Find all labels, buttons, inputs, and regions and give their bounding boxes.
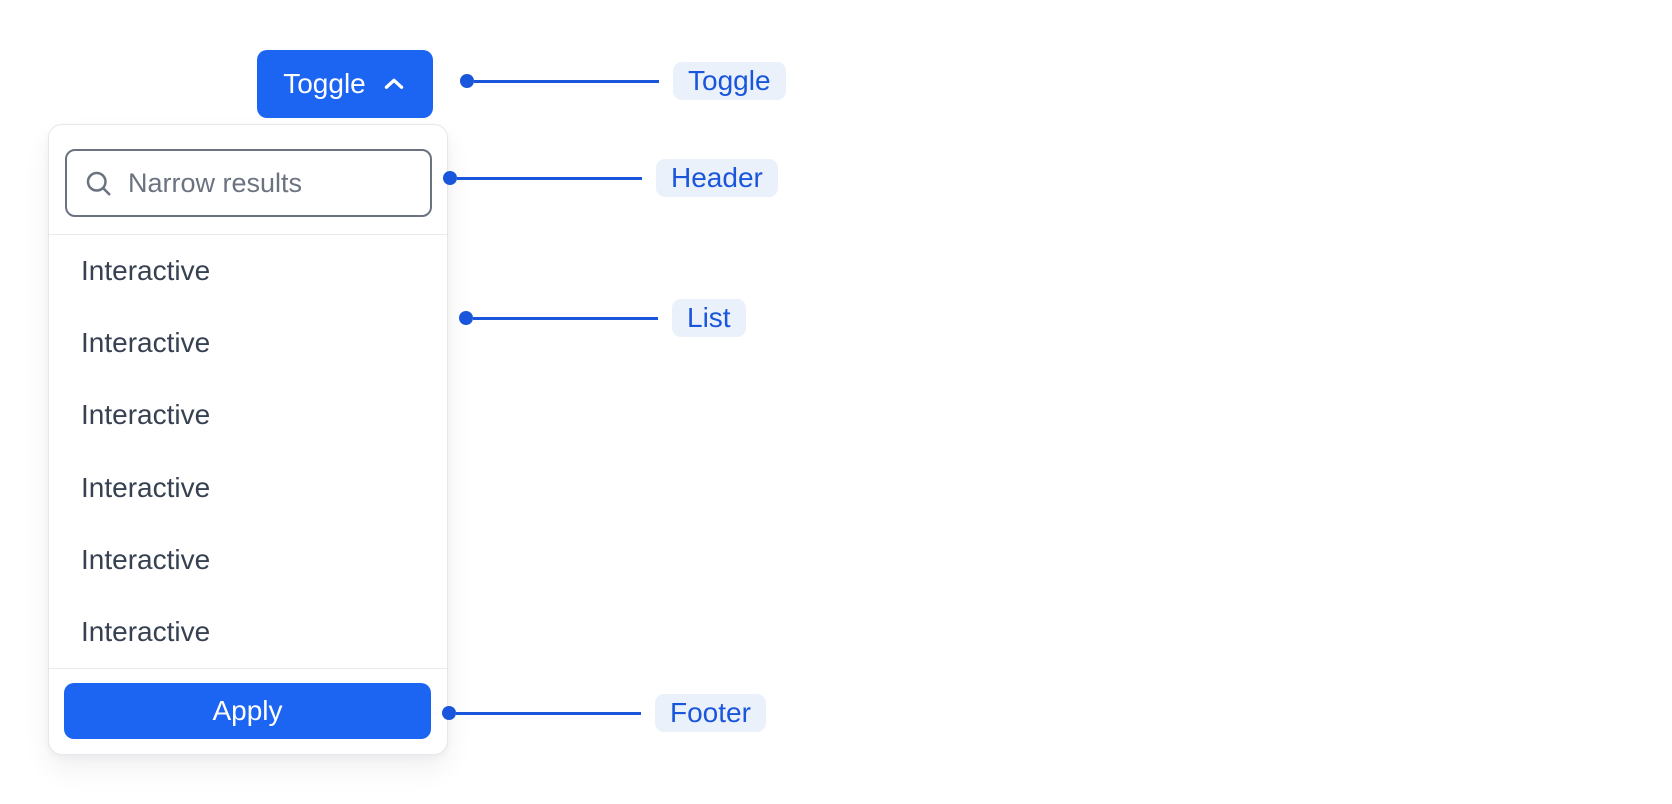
list-item[interactable]: Interactive <box>81 543 211 575</box>
annotation-dot <box>443 171 457 185</box>
annotation-dot <box>442 706 456 720</box>
annotation-dot <box>460 74 474 88</box>
annotation-line <box>456 711 641 715</box>
list-item[interactable]: Interactive <box>81 471 211 503</box>
list-item[interactable]: Interactive <box>81 255 211 287</box>
list-item[interactable]: Interactive <box>81 399 211 431</box>
annotation-line <box>473 316 658 320</box>
list-item[interactable]: Interactive <box>81 327 211 359</box>
annotation-footer: Footer <box>442 694 766 732</box>
dropdown-list: Interactive Interactive Interactive Inte… <box>49 235 447 668</box>
dropdown-header <box>49 125 447 235</box>
search-box[interactable] <box>65 149 432 217</box>
list-item[interactable]: Interactive <box>81 615 211 647</box>
annotation-toggle: Toggle <box>460 62 786 100</box>
annotation-header: Header <box>443 159 778 197</box>
search-icon <box>83 168 113 198</box>
dropdown-panel: Interactive Interactive Interactive Inte… <box>48 124 448 755</box>
annotation-line <box>474 79 659 83</box>
dropdown-footer: Apply <box>49 668 447 754</box>
annotation-dot <box>459 311 473 325</box>
apply-button[interactable]: Apply <box>64 683 431 739</box>
annotation-line <box>457 176 642 180</box>
annotation-label-list: List <box>672 299 746 337</box>
annotation-label-footer: Footer <box>655 694 766 732</box>
annotation-label-toggle: Toggle <box>673 62 786 100</box>
chevron-up-icon <box>381 71 407 97</box>
annotation-list: List <box>459 299 746 337</box>
toggle-button-label: Toggle <box>283 68 366 99</box>
annotation-label-header: Header <box>656 159 778 197</box>
toggle-button[interactable]: Toggle <box>257 50 433 118</box>
search-input[interactable] <box>128 167 414 199</box>
